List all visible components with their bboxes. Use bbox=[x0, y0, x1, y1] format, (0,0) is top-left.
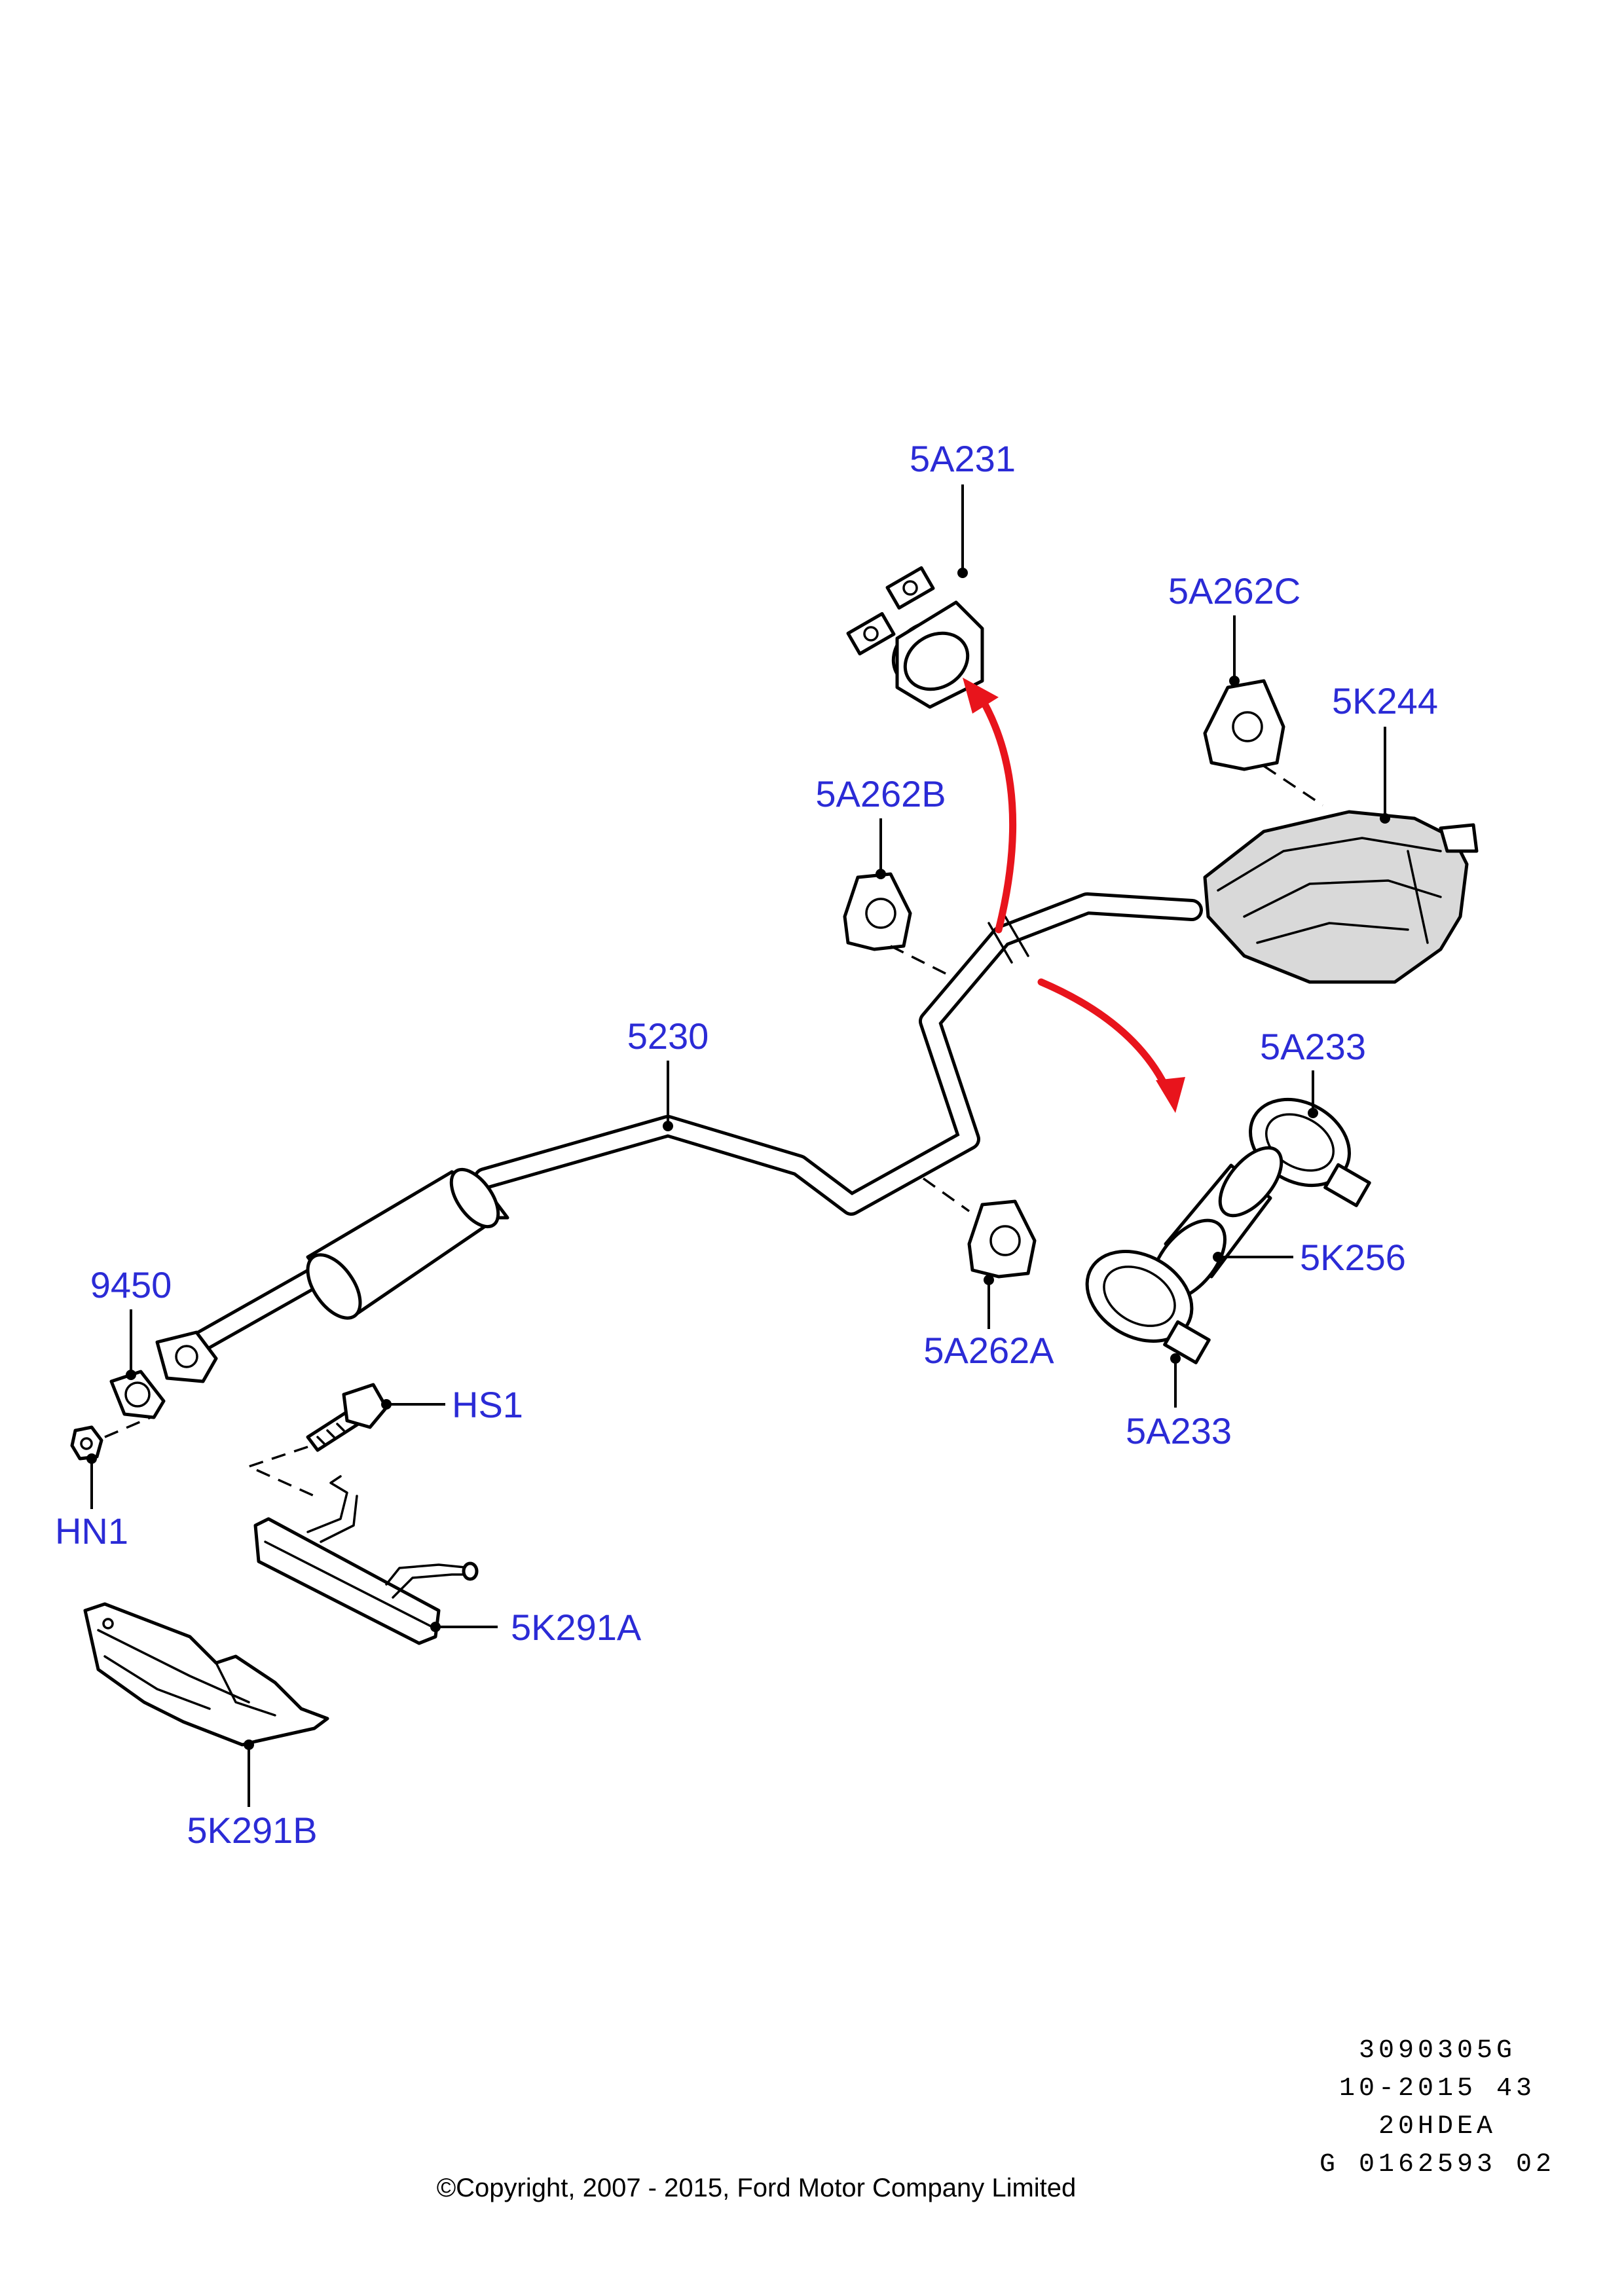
callout-hs1: HS1 bbox=[452, 1384, 523, 1425]
clamp-5a233-bottom[interactable] bbox=[1071, 1233, 1211, 1364]
heat-shield-5k291b[interactable] bbox=[83, 1602, 329, 1747]
reference-line-1: 3090305G bbox=[1359, 2036, 1516, 2066]
reference-block: 3090305G 10-2015 43 20HDEA G 0162593 02 bbox=[1320, 2036, 1555, 2179]
bolt-hs1[interactable] bbox=[306, 1383, 388, 1452]
reference-line-2: 10-2015 43 bbox=[1339, 2074, 1536, 2104]
reference-line-4: G 0162593 02 bbox=[1320, 2150, 1555, 2179]
callout-hn1: HN1 bbox=[55, 1510, 128, 1552]
callout-5k291b: 5K291B bbox=[187, 1810, 317, 1851]
reference-line-3: 20HDEA bbox=[1378, 2112, 1496, 2141]
callout-5k256: 5K256 bbox=[1300, 1237, 1406, 1278]
callout-5a262b: 5A262B bbox=[815, 773, 946, 814]
gasket-9450[interactable] bbox=[109, 1370, 166, 1419]
leader-lines bbox=[86, 484, 1390, 1807]
insulator-5a262b[interactable] bbox=[843, 872, 950, 977]
callout-5a233-top: 5A233 bbox=[1260, 1026, 1366, 1067]
insulator-5a262a[interactable] bbox=[922, 1177, 1037, 1279]
callout-5230: 5230 bbox=[627, 1015, 709, 1057]
arrow-to-clamp-5a231 bbox=[963, 678, 1017, 934]
callout-9450: 9450 bbox=[90, 1264, 172, 1305]
callout-5k244: 5K244 bbox=[1332, 680, 1438, 721]
callout-5a262a: 5A262A bbox=[923, 1330, 1054, 1371]
insulator-5a262c[interactable] bbox=[1203, 679, 1323, 807]
callout-5a262c: 5A262C bbox=[1168, 570, 1301, 611]
exhaust-pipe-5230[interactable] bbox=[155, 892, 1203, 1383]
callout-5k291a: 5K291A bbox=[511, 1607, 642, 1648]
clamp-5a231[interactable] bbox=[846, 566, 984, 709]
arrow-to-sleeve-5k256 bbox=[1037, 978, 1185, 1113]
bracket-5k291a[interactable] bbox=[253, 1475, 479, 1645]
callout-5a233-bottom: 5A233 bbox=[1126, 1410, 1232, 1451]
nut-hn1[interactable] bbox=[70, 1425, 103, 1461]
rear-silencer-5k244[interactable] bbox=[1203, 810, 1479, 984]
copyright-notice: ©Copyright, 2007 - 2015, Ford Motor Comp… bbox=[437, 2174, 1077, 2202]
callout-5a231: 5A231 bbox=[910, 438, 1016, 479]
